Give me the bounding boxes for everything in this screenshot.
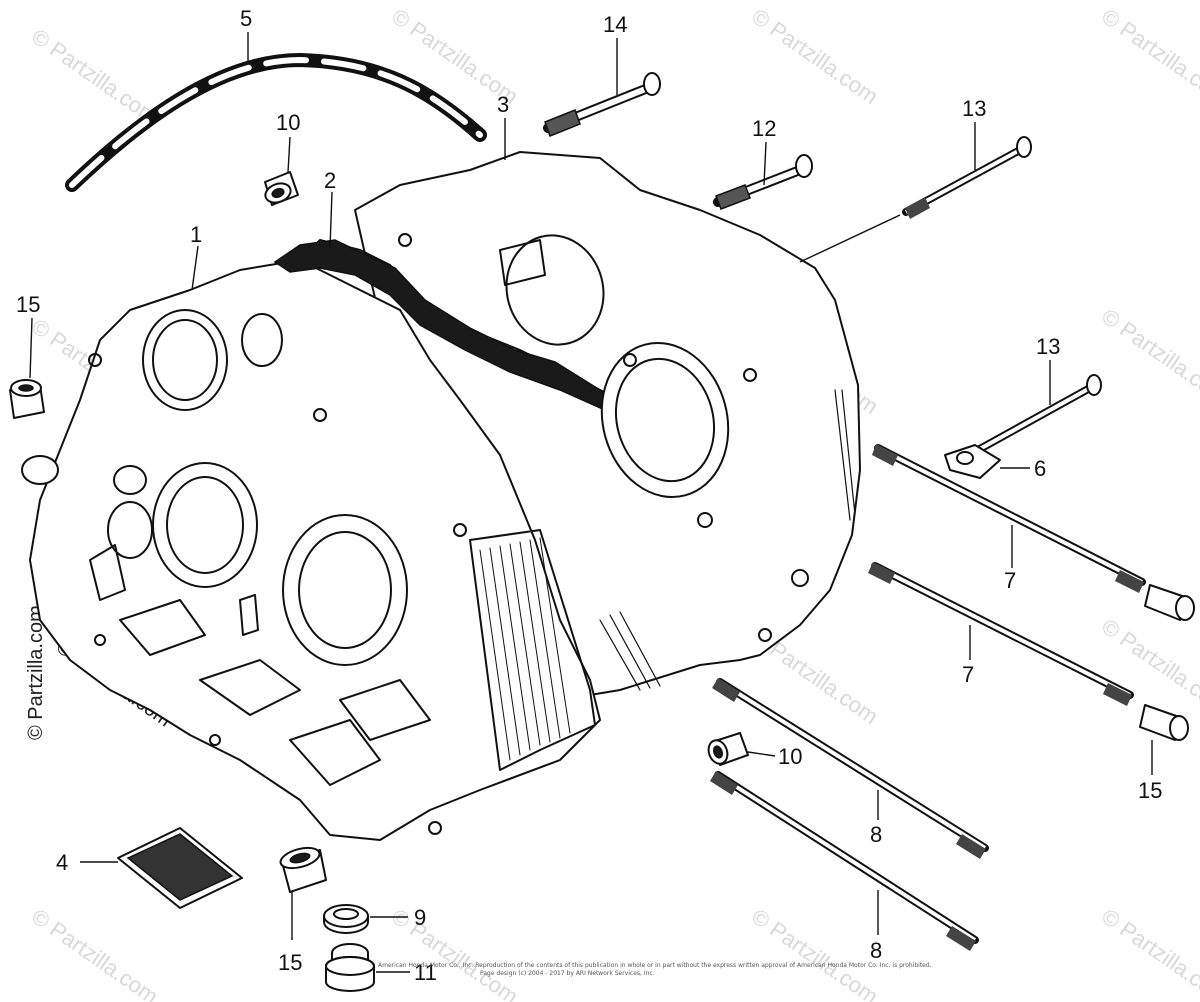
dowel-pin-right-upper[interactable] — [1144, 584, 1195, 621]
sealing-washer[interactable] — [323, 904, 369, 934]
callout-4: 4 — [56, 850, 68, 875]
bolt-14[interactable] — [543, 72, 661, 137]
callout-7-lower: 7 — [962, 662, 974, 687]
bracket-6[interactable] — [944, 444, 1001, 479]
watermark: © Partzilla.com — [1097, 304, 1200, 410]
watermark: © Partzilla.com — [27, 904, 163, 1002]
callout-10-top: 10 — [276, 110, 300, 135]
callout-15-bottom: 15 — [278, 950, 302, 975]
watermark: © Partzilla.com — [1097, 614, 1200, 720]
watermark: © Partzilla.com — [387, 904, 523, 1002]
crankcase-assembly[interactable] — [21, 151, 861, 841]
callout-15-left: 15 — [16, 292, 40, 317]
watermark: © Partzilla.com — [1097, 904, 1200, 1002]
callout-11: 11 — [414, 960, 437, 985]
callout-13-right: 13 — [1036, 334, 1060, 359]
callout-15-right: 15 — [1138, 778, 1162, 803]
callout-12: 12 — [752, 116, 776, 141]
bolt-13-top[interactable] — [902, 136, 1032, 219]
leader-lines — [29, 32, 1153, 973]
oil-screen[interactable] — [117, 827, 243, 909]
dowel-pin-lower[interactable] — [705, 732, 749, 766]
dowel-pin-bottom[interactable] — [278, 844, 327, 893]
watermark: © Partzilla.com — [25, 605, 47, 740]
watermark: © Partzilla.com — [27, 24, 163, 130]
drain-plug[interactable] — [325, 943, 375, 992]
watermark: © Partzilla.com — [747, 4, 883, 110]
stud-7-upper[interactable] — [872, 444, 1146, 593]
watermark: © Partzilla.com — [1097, 4, 1200, 110]
dowel-pin-right-lower[interactable] — [1139, 704, 1189, 741]
callout-3: 3 — [497, 92, 509, 117]
copyright-line-2: Page design (c) 2004 - 2017 by ARI Netwo… — [480, 970, 655, 977]
callout-7-upper: 7 — [1004, 568, 1016, 593]
callout-6: 6 — [1034, 456, 1046, 481]
stud-7-lower[interactable] — [868, 562, 1134, 706]
callout-8-lower: 8 — [870, 938, 882, 963]
callout-numbers: 1 2 3 4 5 6 7 7 8 8 9 10 10 11 12 13 13 … — [16, 6, 1162, 985]
callout-1: 1 — [190, 222, 202, 247]
dowel-pin-left[interactable] — [9, 379, 45, 419]
stud-8-lower[interactable] — [710, 771, 979, 951]
watermark: © Partzilla.com — [747, 904, 883, 1002]
dowel-pin-top[interactable] — [263, 171, 299, 206]
callout-9: 9 — [414, 905, 426, 930]
callout-10-lower: 10 — [778, 744, 802, 769]
callout-5: 5 — [240, 6, 252, 31]
callout-14: 14 — [603, 12, 627, 37]
callout-2: 2 — [324, 168, 336, 193]
callout-13-top: 13 — [962, 96, 986, 121]
bolt-13-right[interactable] — [974, 374, 1102, 454]
callout-8-upper: 8 — [870, 822, 882, 847]
bolt-12[interactable] — [713, 154, 813, 210]
stud-8-upper[interactable] — [712, 678, 989, 859]
copyright-line: American Honda Motor Co., Inc. Reproduct… — [378, 962, 932, 969]
